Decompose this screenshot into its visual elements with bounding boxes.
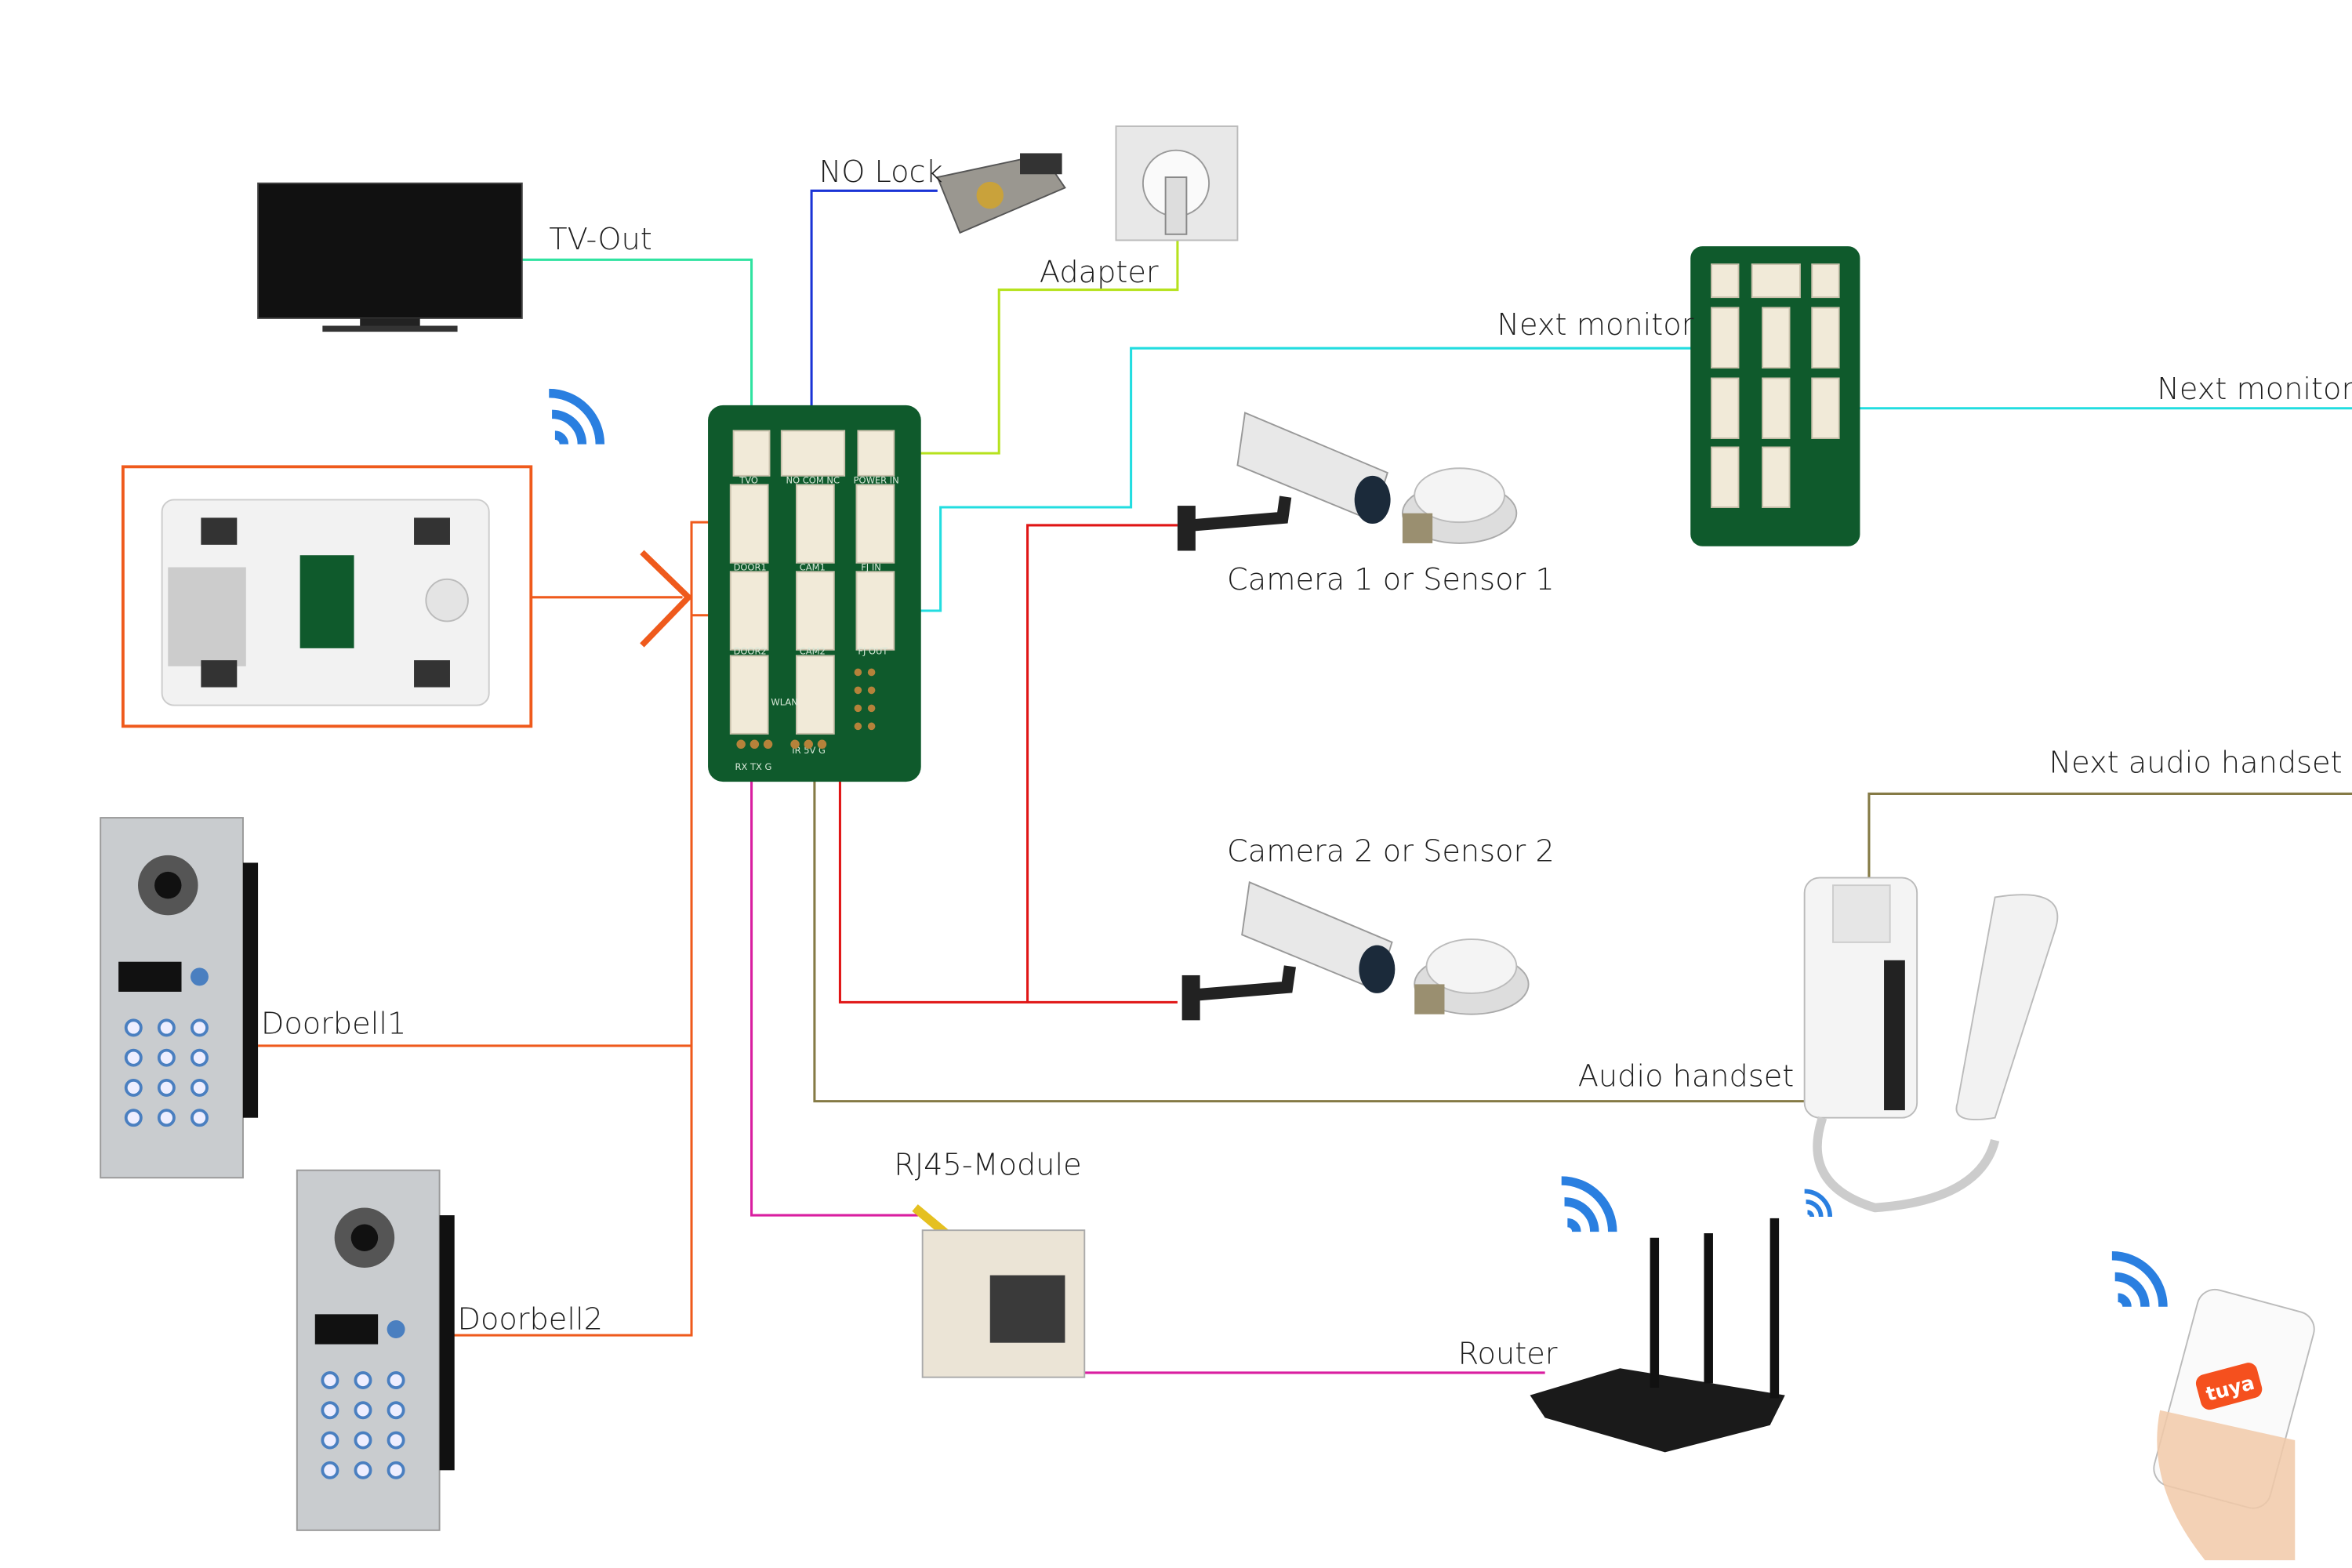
camera1-image — [1178, 412, 1391, 550]
camera2-image — [1182, 882, 1396, 1020]
smartphone-app-image: tuya — [2153, 1288, 2315, 1561]
pcb-label-power: POWER IN — [854, 474, 899, 485]
next-monitor-pcb — [1690, 246, 1860, 546]
label-audio-handset: Audio handset — [1578, 1059, 1795, 1094]
camera1-wire — [1026, 524, 1178, 1003]
main-pcb: TVO NO COM NC POWER IN DOOR1 CAM1 FJ IN … — [708, 405, 921, 782]
adapter-wire — [874, 240, 1179, 455]
power-socket-image — [1115, 125, 1239, 241]
label-router: Router — [1458, 1336, 1558, 1371]
indoor-monitor-back-image — [161, 499, 490, 706]
pcb-label-door1: DOOR1 — [734, 561, 767, 572]
arrow-chevron-icon — [640, 550, 693, 648]
door-bus-wire — [452, 521, 731, 1337]
network-wire — [750, 705, 918, 1217]
pcb-label-uart: RX TX G — [735, 761, 771, 772]
doorbell1-image — [99, 816, 260, 1180]
router-wifi-small-icon — [1805, 1191, 1831, 1217]
label-adapter: Adapter — [1040, 255, 1159, 290]
pcb-label-cam1: CAM1 — [800, 561, 826, 572]
pcb-label-wlan: WLAN — [771, 697, 797, 708]
monitor-highlight-box — [121, 465, 533, 728]
label-doorbell2: Doorbell2 — [458, 1301, 603, 1337]
tv-out-wire — [521, 258, 753, 451]
next-monitor-wire — [874, 347, 1823, 612]
tv-image — [257, 182, 523, 332]
pcb-label-cam2: CAM2 — [800, 646, 826, 657]
phone-wifi-icon — [2112, 1256, 2163, 1307]
label-camera2: Camera 2 or Sensor 2 — [1227, 834, 1555, 869]
router-image — [1530, 1218, 1785, 1453]
lock-wire — [810, 189, 938, 451]
router-wifi-icon — [1562, 1181, 1613, 1232]
label-doorbell1: Doorbell1 — [261, 1007, 406, 1042]
pcb-label-ir: IR 5V G — [792, 745, 826, 756]
label-next-monitor-out: Next monitor — [2157, 372, 2352, 407]
pcb-label-fj-in: FJ IN — [861, 561, 881, 572]
pcb-label-door2: DOOR2 — [734, 646, 767, 657]
audio-wire — [813, 705, 1805, 1103]
label-next-audio-handset: Next audio handset — [2049, 746, 2343, 781]
label-no-lock: NO Lock — [819, 154, 943, 190]
pcb-label-tvo: TVO — [739, 474, 758, 485]
next-audio-wire — [1867, 792, 2352, 878]
rj45-module-image — [912, 1204, 1086, 1378]
sensor2-image — [1414, 938, 1530, 1015]
wifi-icon — [549, 394, 600, 445]
label-tv-out: TV-Out — [549, 222, 652, 257]
pcb-label-fj-out: FJ OUT — [858, 646, 888, 657]
lock-image — [936, 153, 1066, 234]
audio-handset-image — [1803, 877, 2059, 1213]
label-next-monitor: Next monitor — [1497, 307, 1693, 343]
pcb-label-lock: NO COM NC — [786, 474, 840, 485]
doorbell2-image — [295, 1168, 456, 1532]
label-camera1: Camera 1 or Sensor 1 — [1227, 562, 1555, 597]
label-rj45: RJ45-Module — [894, 1147, 1081, 1182]
sensor1-image — [1401, 467, 1518, 544]
